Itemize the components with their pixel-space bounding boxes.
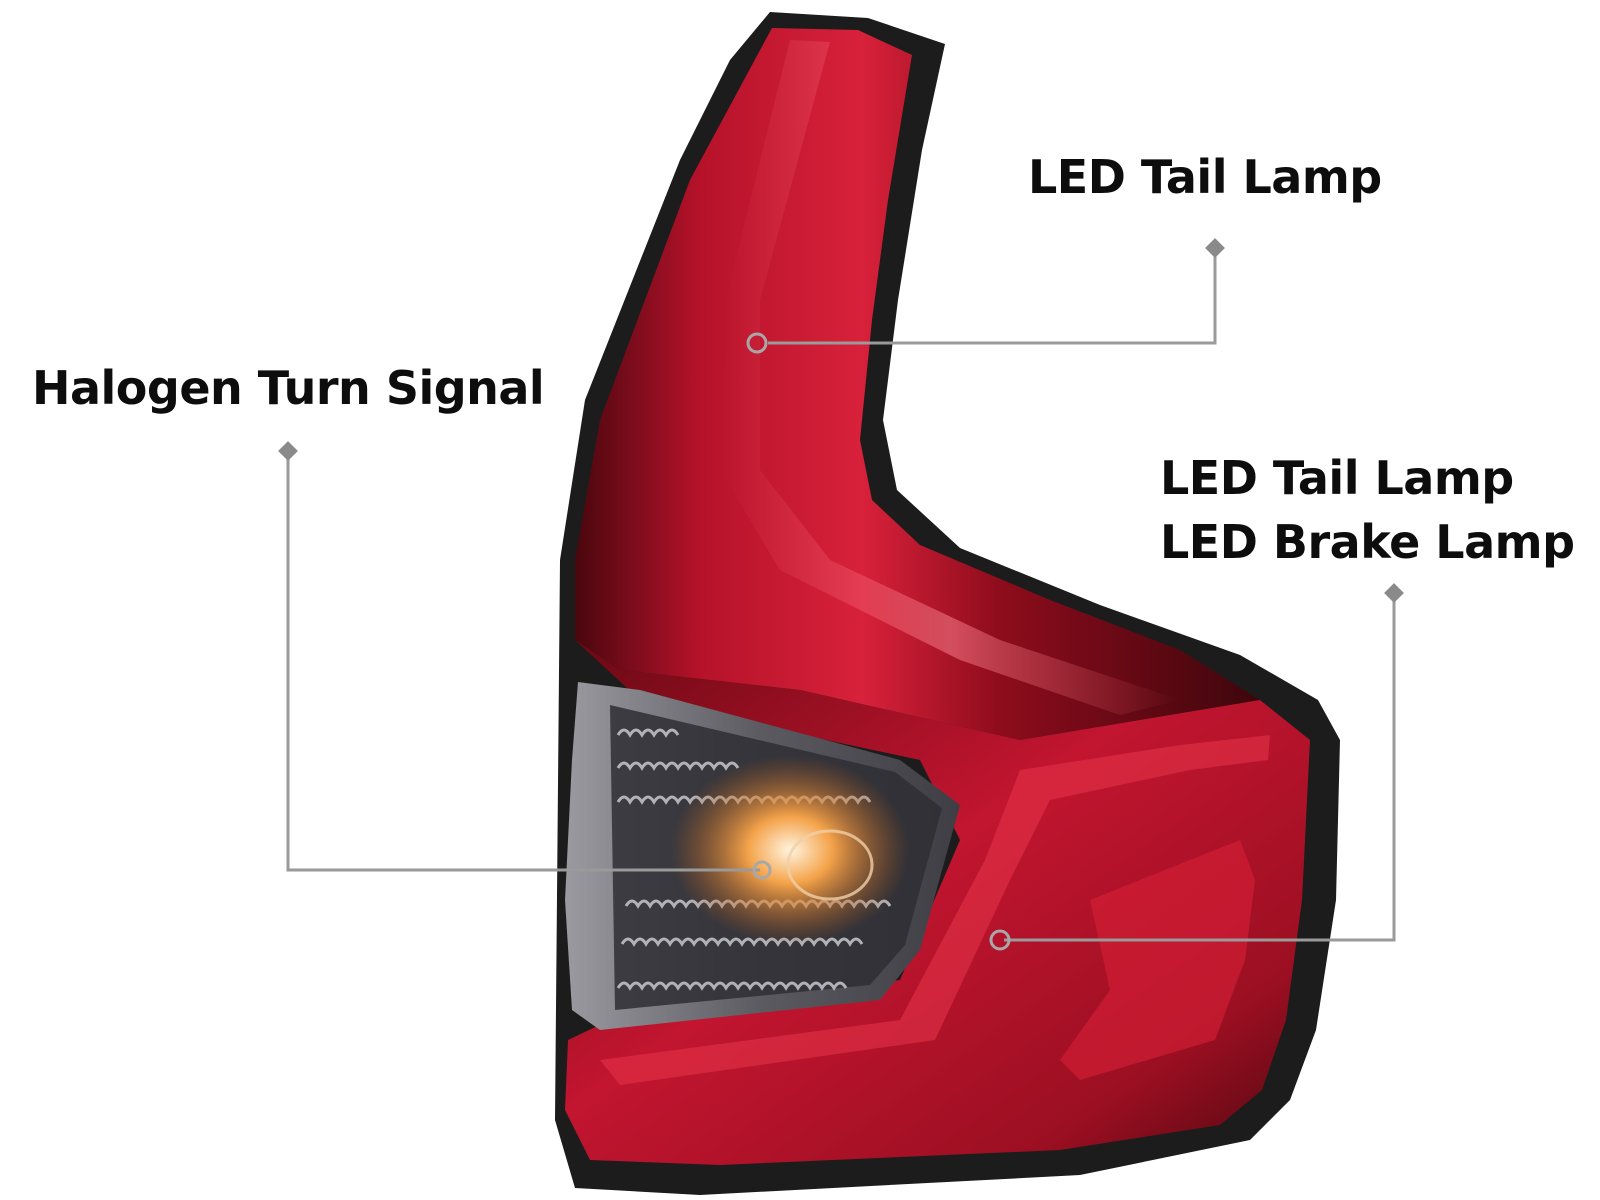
diamond-marker-top	[1205, 238, 1225, 258]
brake-light-bar	[1060, 840, 1255, 1080]
leader-line-top	[768, 248, 1217, 345]
endpoint-circle-right	[989, 929, 1011, 951]
turn-signal-bulb	[786, 829, 874, 901]
callout-label-line-2: LED Brake Lamp	[1160, 515, 1575, 569]
upper-lens	[575, 28, 1260, 740]
lower-light-bar	[600, 735, 1270, 1085]
endpoint-circle-left	[752, 860, 772, 880]
callout-endpoints	[746, 332, 1011, 951]
leader-line-left	[286, 451, 760, 872]
endpoint-circle-top	[746, 332, 768, 354]
callout-markers	[278, 238, 1404, 603]
callout-label-led-tail-lamp-top: LED Tail Lamp	[1028, 150, 1382, 204]
leader-line-right	[1004, 593, 1396, 942]
callout-label-line-1: LED Tail Lamp	[1160, 451, 1514, 505]
leader-lines	[286, 248, 1396, 942]
diamond-marker-left	[278, 441, 298, 461]
callout-label-halogen-turn-signal: Halogen Turn Signal	[32, 361, 545, 415]
callout-label-led-tail-brake-lamp: LED Tail Lamp LED Brake Lamp	[1160, 446, 1575, 574]
turn-signal-bulb-glow	[670, 755, 910, 945]
diamond-marker-right	[1384, 583, 1404, 603]
